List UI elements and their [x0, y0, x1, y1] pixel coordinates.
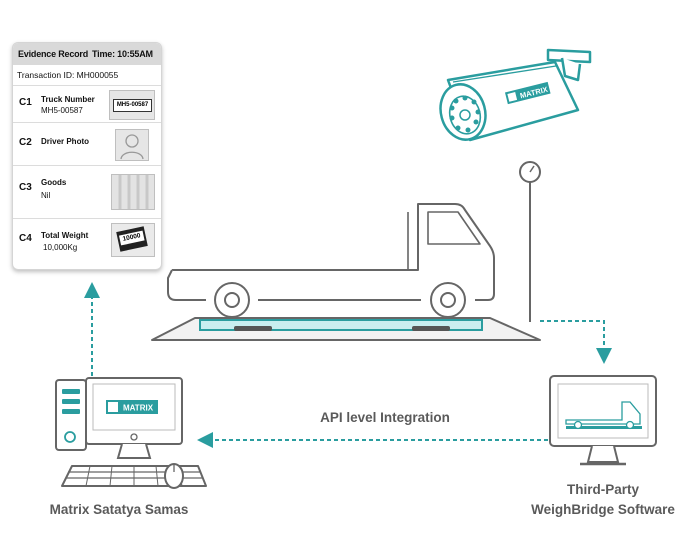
row-value: 10,000Kg — [43, 243, 78, 252]
evidence-record-card: Evidence Record Time: 10:55AM Transactio… — [12, 42, 162, 270]
matrix-screen-brand: MATRIX — [123, 404, 154, 413]
plate-thumbnail: MH5-00587 — [109, 90, 155, 120]
goods-thumbnail — [111, 174, 155, 210]
weight-display-thumbnail: 10000 — [111, 223, 155, 257]
evidence-card-header: Evidence Record Time: 10:55AM — [13, 43, 161, 65]
evidence-row-total-weight: C4 Total Weight 10,000Kg 10000 — [13, 219, 161, 259]
matrix-satatya-label: Matrix Satatya Samas — [49, 502, 189, 517]
row-code: C3 — [19, 182, 32, 193]
row-label: Goods — [41, 178, 67, 187]
api-integration-label: API level Integration — [320, 410, 450, 425]
evidence-row-goods: C3 Goods Nil — [13, 166, 161, 219]
evidence-row-driver-photo: C2 Driver Photo — [13, 123, 161, 166]
third-party-label: Third-Party WeighBridge Software — [510, 480, 696, 520]
row-label: Truck Number — [41, 95, 95, 104]
transaction-id: Transaction ID: MH000055 — [13, 65, 161, 86]
truck-icon — [167, 203, 495, 318]
weighbridge-platform — [151, 317, 541, 341]
row-code: C2 — [19, 137, 32, 148]
row-code: C4 — [19, 233, 32, 244]
evidence-card-time: Time: 10:55AM — [92, 49, 153, 59]
evidence-row-truck-number: C1 Truck Number MH5-00587 MH5-00587 — [13, 86, 161, 123]
row-code: C1 — [19, 97, 32, 108]
third-party-label-line1: Third-Party — [566, 482, 639, 497]
sensor-pole — [519, 161, 541, 322]
plate-text: MH5-00587 — [113, 99, 152, 112]
third-party-label-line2: WeighBridge Software — [531, 502, 675, 517]
person-icon — [120, 134, 144, 160]
goods-icon — [112, 175, 154, 209]
driver-photo-thumbnail — [115, 129, 149, 161]
row-value: Nil — [41, 191, 51, 200]
row-label: Driver Photo — [41, 137, 90, 146]
third-party-monitor-icon — [549, 375, 657, 466]
data-flow-connectors — [84, 282, 612, 448]
evidence-card-title: Evidence Record — [18, 49, 89, 59]
row-label: Total Weight — [41, 231, 89, 240]
matrix-computer-icon — [55, 377, 207, 489]
row-value: MH5-00587 — [41, 106, 83, 115]
matrix-screen-logo: MATRIX — [106, 400, 158, 414]
